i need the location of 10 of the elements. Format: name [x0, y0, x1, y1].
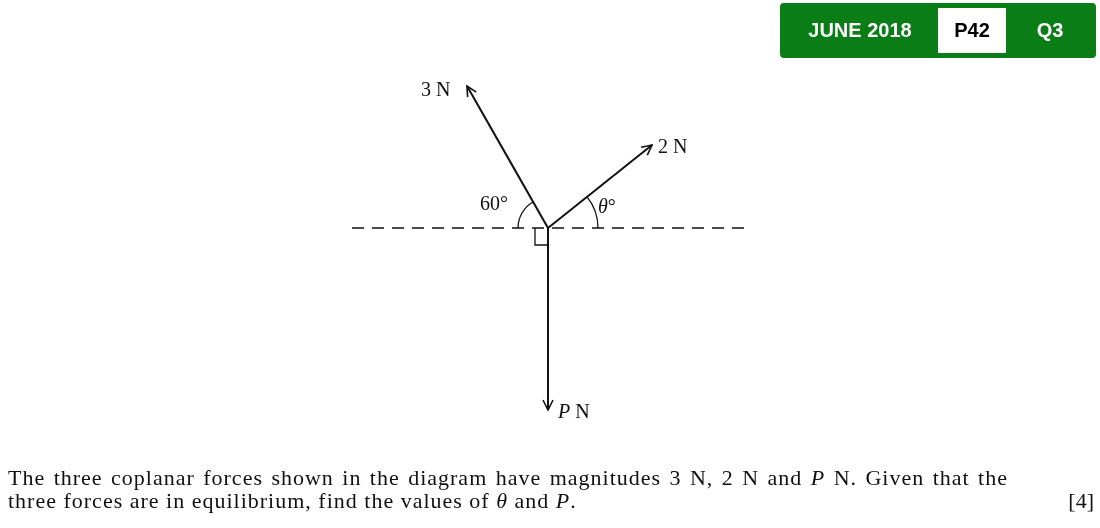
- force-label: P N: [558, 400, 590, 422]
- marks-label: [4]: [1068, 489, 1094, 513]
- angle-label: 60°: [480, 192, 508, 214]
- force-label: 3 N: [421, 78, 451, 100]
- angle-label: θ°: [598, 195, 616, 217]
- question-number: Q3: [1035, 18, 1065, 43]
- force-label: 2 N: [658, 135, 688, 157]
- exam-date: JUNE 2018: [807, 18, 913, 43]
- paper-number: P42: [938, 8, 1006, 53]
- question-text: The three coplanar forces shown in the diagram have magnitudes 3 N, 2 N and P N. Given that the three forces are in equilibrium, find the values of θ and P.: [8, 466, 1008, 513]
